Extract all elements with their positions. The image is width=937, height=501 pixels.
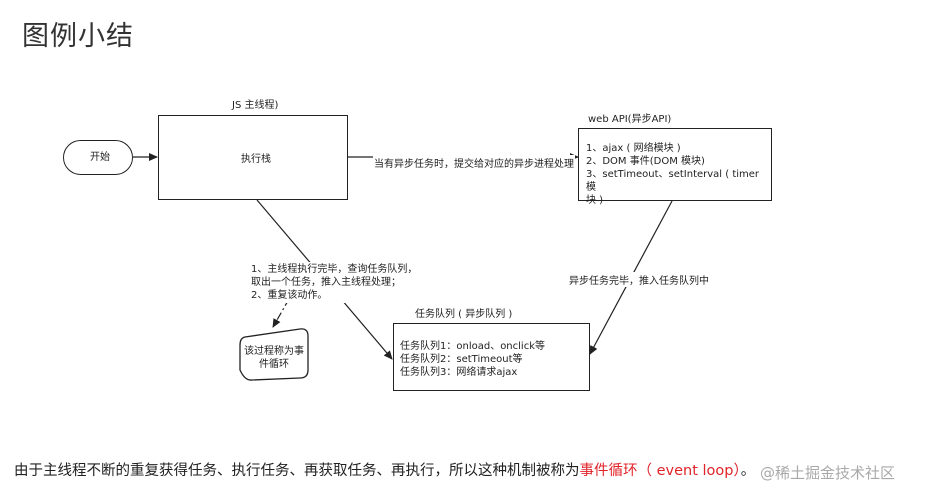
summary-suffix: 。 <box>740 463 756 479</box>
webapi-item: 块 ) <box>586 195 604 206</box>
page-title: 图例小结 <box>22 21 134 52</box>
event-loop-line: 该过程称为事 <box>244 346 304 357</box>
note-line: 取出一个任务，推入主线程处理； <box>251 277 401 288</box>
webapi-item: 1、ajax ( 网络模块 ) <box>586 143 681 154</box>
main-thread-note: 1、主线程执行完毕，查询任务队列， 取出一个任务，推入主线程处理； 2、重复该动… <box>249 262 420 303</box>
js-main-thread-caption: JS 主线程) <box>232 100 279 111</box>
summary-highlight: 事件循环（ event loop） <box>579 463 741 479</box>
to-webapi-label: 当有异步任务时，提交给对应的异步进程处理 <box>373 155 575 170</box>
watermark: @稀土掘金技术社区 <box>760 464 896 482</box>
task-queue-list: 任务队列1：onload、onclick等 任务队列2：setTimeout等 … <box>400 340 545 379</box>
task-queue-item: 任务队列1：onload、onclick等 <box>400 341 545 352</box>
webapi-box: 1、ajax ( 网络模块 ) 2、DOM 事件(DOM 模块) 3、setTi… <box>578 128 772 206</box>
start-node: 开始 <box>63 140 133 175</box>
execution-stack-box: 执行栈 <box>158 115 348 200</box>
event-loop-shape <box>239 328 309 381</box>
event-loop-label: 该过程称为事 件循环 <box>243 345 305 371</box>
note-line: 2、重复该动作。 <box>251 290 328 301</box>
webapi-to-queue-label: 异步任务完毕，推入任务队列中 <box>568 272 710 287</box>
webapi-item: 2、DOM 事件(DOM 模块) <box>586 156 705 167</box>
webapi-caption: web API(异步API) <box>588 114 672 125</box>
task-queue-item: 任务队列2：setTimeout等 <box>400 354 523 365</box>
event-loop-line: 件循环 <box>259 359 289 370</box>
webapi-list: 1、ajax ( 网络模块 ) 2、DOM 事件(DOM 模块) 3、setTi… <box>586 142 770 207</box>
summary-prefix: 由于主线程不断的重复获得任务、执行任务、再获取任务、再执行，所以这种机制被称为 <box>14 463 580 479</box>
start-label: 开始 <box>90 152 110 163</box>
task-queue-caption: 任务队列 ( 异步队列 ) <box>415 309 513 320</box>
execution-stack-label: 执行栈 <box>241 154 271 165</box>
summary-text: 由于主线程不断的重复获得任务、执行任务、再获取任务、再执行，所以这种机制被称为事… <box>14 459 755 480</box>
task-queue-box: 任务队列1：onload、onclick等 任务队列2：setTimeout等 … <box>393 323 590 391</box>
task-queue-item: 任务队列3：网络请求ajax <box>400 367 518 378</box>
webapi-item: 3、setTimeout、setInterval ( timer 模 <box>586 169 760 193</box>
note-line: 1、主线程执行完毕，查询任务队列， <box>251 264 418 275</box>
